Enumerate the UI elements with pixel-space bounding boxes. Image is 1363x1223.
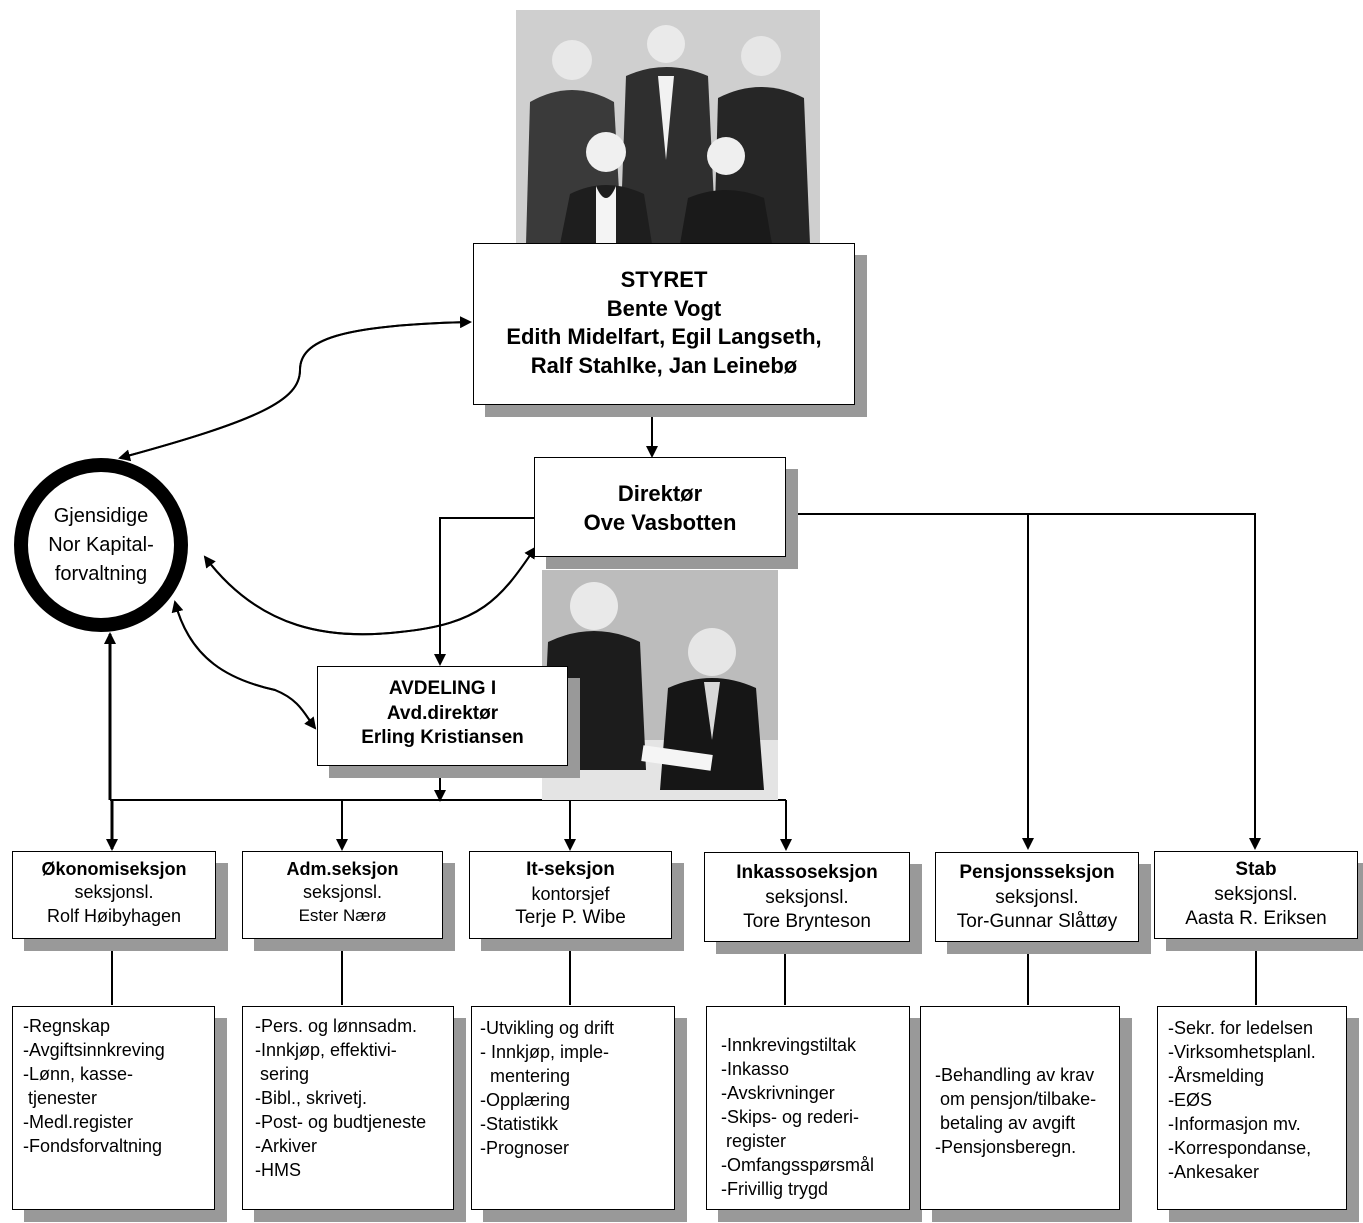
task-item: -Regnskap: [23, 1016, 111, 1036]
task-item: -Fondsforvaltning: [23, 1136, 163, 1156]
section-box-adm: Adm.seksjon seksjonsl. Ester Nærø: [242, 851, 443, 939]
section-box-it: It-seksjon kontorsjef Terje P. Wibe: [469, 851, 672, 939]
board-chair: Bente Vogt: [606, 295, 722, 321]
task-item: -Behandling av krav: [935, 1065, 1095, 1085]
section-role: seksjonsl.: [302, 882, 383, 903]
task-item: -Innkjøp, effektivi-: [255, 1040, 397, 1060]
board-members-line1: Edith Midelfart, Egil Langseth,: [506, 324, 822, 350]
section-name: Adm.seksjon: [286, 859, 399, 879]
task-item: -Medl.register: [23, 1112, 134, 1132]
task-item: -Omfangsspørsmål: [721, 1155, 875, 1175]
task-list: -Pers. og lønnsadm. -Innkjøp, effektivi-…: [255, 1014, 453, 1182]
task-item: betaling av avgift: [935, 1113, 1076, 1133]
task-item: -Frivillig trygd: [721, 1179, 829, 1199]
tasks-box-adm: -Pers. og lønnsadm. -Innkjøp, effektivi-…: [242, 1006, 454, 1210]
task-item: -Pers. og lønnsadm.: [255, 1016, 418, 1036]
task-item: -Sekr. for ledelsen: [1168, 1018, 1314, 1038]
task-item: mentering: [480, 1066, 571, 1086]
section-person: Terje P. Wibe: [515, 907, 626, 929]
task-list: -Sekr. for ledelsen -Virksomhetsplanl. -…: [1168, 1016, 1346, 1184]
task-item: -Statistikk: [480, 1114, 559, 1134]
director-box: Direktør Ove Vasbotten: [534, 457, 786, 557]
board-box: STYRET Bente Vogt Edith Midelfart, Egil …: [473, 243, 855, 405]
task-item: register: [721, 1131, 787, 1151]
division-box: AVDELING I Avd.direktør Erling Kristians…: [317, 666, 568, 766]
task-item: -Arkiver: [255, 1136, 317, 1156]
task-item: -Prognoser: [480, 1138, 570, 1158]
task-list: -Innkrevingstiltak -Inkasso -Avskrivning…: [721, 1033, 909, 1201]
task-item: -Inkasso: [721, 1059, 790, 1079]
task-list: -Utvikling og drift - Innkjøp, imple- me…: [480, 1016, 674, 1160]
task-item: -Virksomhetsplanl.: [1168, 1042, 1316, 1062]
task-item: om pensjon/tilbake-: [935, 1089, 1097, 1109]
board-group-photo: [516, 10, 820, 244]
board-photo-graphic: [516, 10, 820, 244]
director-photo: [542, 570, 778, 800]
director-title: Direktør: [617, 481, 703, 506]
task-item: -EØS: [1168, 1090, 1213, 1110]
tasks-box-okonomi: -Regnskap -Avgiftsinnkreving -Lønn, kass…: [12, 1006, 215, 1210]
task-list: -Regnskap -Avgiftsinnkreving -Lønn, kass…: [23, 1014, 214, 1158]
section-name: Økonomiseksjon: [41, 859, 187, 879]
division-line3: Erling Kristiansen: [361, 727, 524, 749]
task-item: -Innkrevingstiltak: [721, 1035, 857, 1055]
board-members-line2: Ralf Stahlke, Jan Leinebø: [530, 352, 798, 378]
task-item: -Korrespondanse,: [1168, 1138, 1312, 1158]
section-person: Ester Nærø: [298, 905, 387, 925]
tasks-box-stab: -Sekr. for ledelsen -Virksomhetsplanl. -…: [1157, 1006, 1347, 1210]
task-item: -Post- og budtjeneste: [255, 1112, 427, 1132]
section-role: seksjonsl.: [995, 886, 1079, 908]
section-name: It-seksjon: [526, 859, 615, 880]
tasks-box-pensjon: -Behandling av krav om pensjon/tilbake- …: [920, 1006, 1120, 1210]
task-item: -Årsmelding: [1168, 1066, 1265, 1086]
task-item: tjenester: [23, 1088, 98, 1108]
task-item: -Utvikling og drift: [480, 1018, 615, 1038]
task-item: -Bibl., skrivetj.: [255, 1088, 368, 1108]
task-item: sering: [255, 1064, 310, 1084]
section-box-stab: Stab seksjonsl. Aasta R. Eriksen: [1154, 851, 1358, 939]
task-item: -Avskrivninger: [721, 1083, 835, 1103]
external-line1: Gjensidige: [53, 504, 149, 527]
section-role: seksjonsl.: [1214, 883, 1298, 905]
task-item: -Ankesaker: [1168, 1162, 1260, 1182]
section-role: seksjonsl.: [765, 886, 849, 908]
task-item: - Innkjøp, imple-: [480, 1042, 610, 1062]
section-person: Tore Brynteson: [743, 911, 871, 933]
section-person: Aasta R. Eriksen: [1185, 908, 1327, 930]
task-item: -Informasjon mv.: [1168, 1114, 1301, 1134]
section-name: Pensjonsseksjon: [959, 862, 1115, 883]
task-item: -Avgiftsinnkreving: [23, 1040, 165, 1060]
board-title: STYRET: [620, 267, 708, 292]
section-person: Tor-Gunnar Slåttøy: [956, 911, 1118, 933]
external-line3: forvaltning: [54, 562, 148, 585]
task-item: -Lønn, kasse-: [23, 1064, 134, 1084]
section-box-pensjon: Pensjonsseksjon seksjonsl. Tor-Gunnar Sl…: [935, 852, 1139, 942]
division-line2: Avd.direktør: [386, 702, 499, 724]
external-line2: Nor Kapital-: [48, 533, 154, 556]
section-name: Inkassoseksjon: [736, 862, 878, 883]
task-item: -HMS: [255, 1160, 301, 1180]
section-name: Stab: [1235, 859, 1277, 880]
tasks-box-it: -Utvikling og drift - Innkjøp, imple- me…: [471, 1006, 675, 1210]
division-line1: AVDELING I: [388, 678, 497, 699]
director-name: Ove Vasbotten: [583, 509, 737, 535]
task-item: -Opplæring: [480, 1090, 571, 1110]
section-role: seksjonsl.: [74, 882, 154, 903]
tasks-box-inkasso: -Innkrevingstiltak -Inkasso -Avskrivning…: [706, 1006, 910, 1210]
task-item: -Pensjonsberegn.: [935, 1137, 1077, 1157]
director-photo-graphic: [542, 570, 778, 800]
section-person: Rolf Høibyhagen: [46, 905, 182, 926]
external-manager-ring: Gjensidige Nor Kapital- forvaltning: [14, 458, 188, 632]
section-role: kontorsjef: [531, 883, 610, 904]
task-item: -Skips- og rederi-: [721, 1107, 860, 1127]
task-list: -Behandling av krav om pensjon/tilbake- …: [935, 1063, 1119, 1159]
section-box-okonomi: Økonomiseksjon seksjonsl. Rolf Høibyhage…: [12, 851, 216, 939]
section-box-inkasso: Inkassoseksjon seksjonsl. Tore Brynteson: [704, 852, 910, 942]
